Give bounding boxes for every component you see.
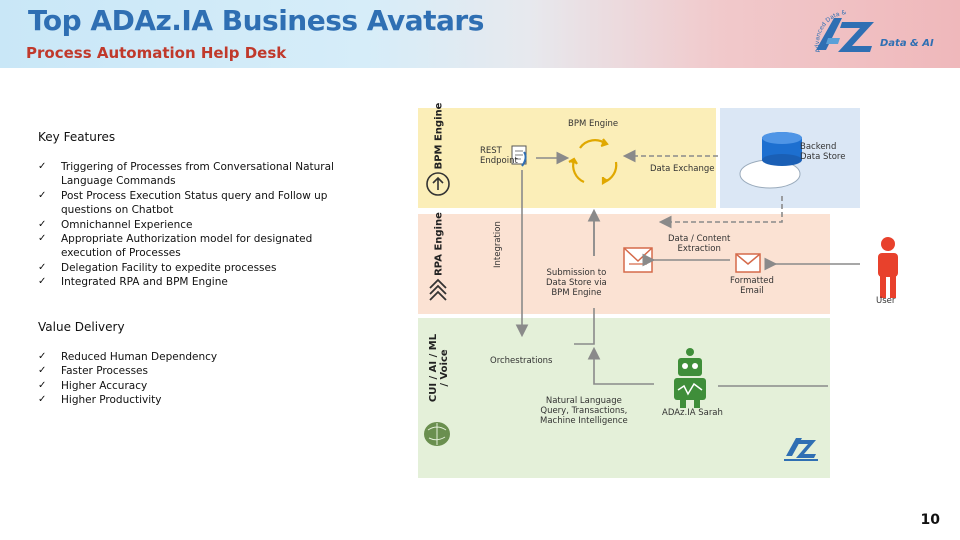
list-item: ✓Triggering of Processes from Conversati… [38,161,334,188]
page-number: 10 [920,512,940,528]
logo-icon: Advanced Data & AI [810,3,874,53]
page-title: Top ADAz.IA Business Avatars [28,4,484,37]
integration-label: Integration [493,221,503,268]
checkmark-icon: ✓ [38,189,47,201]
list-item: ✓Reduced Human Dependency [38,351,218,363]
chevrons-up-icon [429,278,447,301]
checkmark-icon: ✓ [38,379,47,391]
list-item: ✓Faster Processes [38,365,148,378]
header-band: Top ADAz.IA Business Avatars Process Aut… [0,0,960,68]
key-features-list: ✓Triggering of Processes from Conversati… [38,160,338,290]
bpm-engine-label: BPM Engine [568,119,619,129]
up-arrow-icon [426,172,450,196]
orchestrations-label: Orchestrations [490,356,553,366]
cycle-arrows-icon [568,138,618,185]
list-item: ✓Higher Accuracy [38,379,148,392]
value-delivery-title: Value Delivery [38,320,125,334]
checkmark-icon: ✓ [38,394,47,406]
checkmark-icon: ✓ [38,276,47,288]
diagram-connectors [424,132,860,461]
logo-icon [784,438,818,461]
page-subtitle: Process Automation Help Desk [26,44,287,62]
envelope-icon [623,247,761,273]
company-logo: Advanced Data & AI Data & AI [810,3,952,56]
checkmark-icon: ✓ [38,351,47,362]
checkmark-icon: ✓ [38,233,47,245]
list-item: ✓Integrated RPA and BPM Engine [38,276,228,289]
cui-band: CUI / AI / ML / Voice [418,318,830,478]
list-item: ✓Higher Productivity [38,394,162,407]
checkmark-icon: ✓ [38,261,47,273]
list-item: ✓Post Process Execution Status query and… [38,189,328,217]
user-icon [878,237,898,298]
value-delivery-list: ✓Reduced Human Dependency ✓Faster Proces… [38,350,338,408]
list-item: ✓Delegation Facility to expedite process… [38,261,277,274]
checkmark-icon: ✓ [38,218,47,230]
avatar-label: ADAz.IA Sarah [662,408,723,418]
document-icon [511,145,527,167]
database-cloud-icon [739,132,802,189]
user-label: User [876,296,896,306]
data-exchange-label: Data Exchange [650,164,715,174]
list-item: ✓Omnichannel Experience [38,218,193,231]
robot-icon [674,348,706,408]
brain-icon [424,422,450,446]
logo-tagline: Data & AI [880,38,934,49]
checkmark-icon: ✓ [38,365,47,377]
key-features-title: Key Features [38,130,116,144]
architecture-diagram: BPM Engine RPA Engine CUI / AI / ML / Vo… [418,103,898,478]
checkmark-icon: ✓ [38,161,47,172]
list-item: ✓Appropriate Authorization model for des… [38,233,313,260]
